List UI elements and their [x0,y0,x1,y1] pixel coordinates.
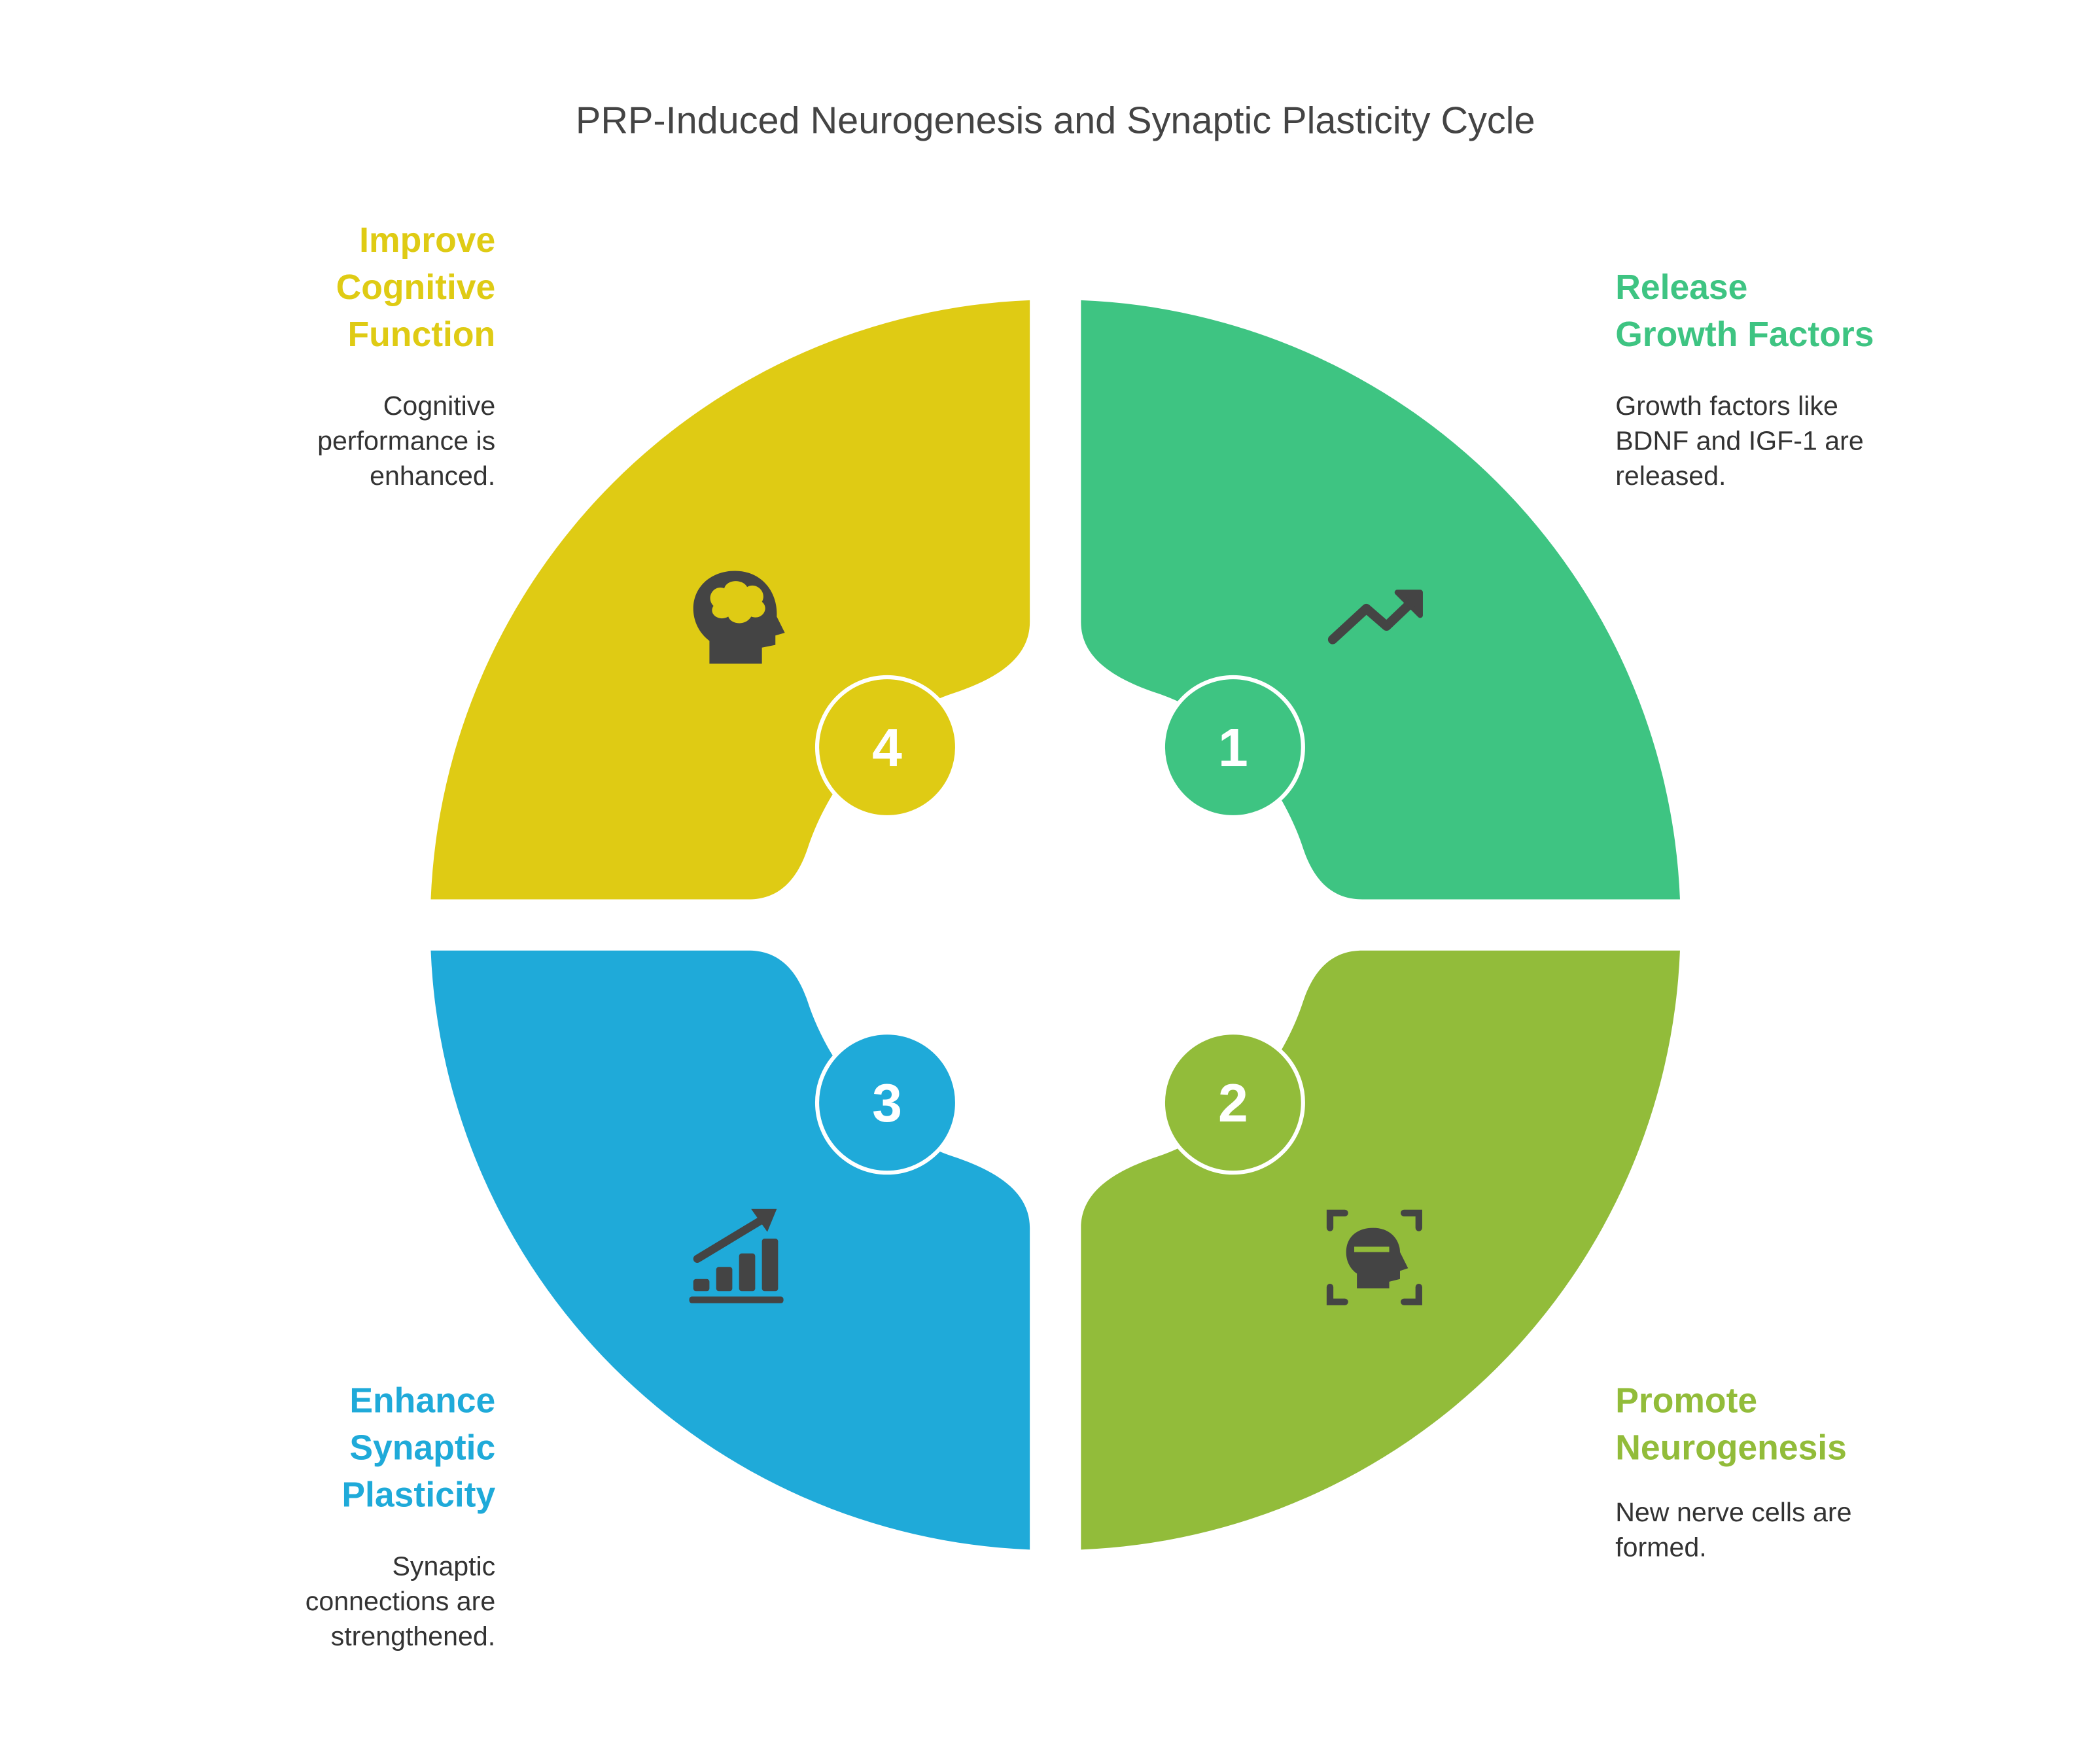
segment-3 [430,950,1030,1550]
step-number: 1 [1218,718,1248,778]
step-description: Synaptic [392,1551,495,1581]
step-heading: Growth Factors [1615,315,1874,354]
step-heading: Synaptic [349,1428,495,1467]
step-description: strengthened. [331,1621,496,1651]
step-description: Cognitive [383,391,496,421]
step-heading: Promote [1615,1381,1757,1420]
step-description: enhanced. [370,461,495,491]
head-scan-icon [1326,1209,1422,1305]
step-heading: Release [1615,268,1747,307]
step-1-label: Release Growth Factors Growth factors li… [1615,268,1874,491]
step-3-label: Enhance Synaptic Plasticity Synaptic con… [306,1381,496,1651]
trending-up-icon [1327,590,1423,644]
step-badge-1: 1 [1161,675,1305,820]
step-number: 3 [872,1073,902,1133]
step-description: released. [1615,461,1726,491]
step-heading: Cognitive [336,268,496,307]
step-heading: Enhance [349,1381,495,1420]
step-badge-2: 2 [1161,1031,1305,1175]
step-description: Growth factors like [1615,391,1838,421]
step-description: New nerve cells are [1615,1497,1851,1527]
step-number: 4 [872,718,902,778]
step-description: connections are [306,1586,495,1616]
step-heading: Plasticity [341,1476,495,1515]
step-description: performance is [317,425,495,455]
segment-1 [1081,300,1680,900]
step-badge-4: 4 [814,675,960,820]
step-heading: Improve [359,221,495,260]
step-badge-3: 3 [814,1031,960,1175]
step-2-label: Promote Neurogenesis New nerve cells are… [1615,1381,1851,1562]
step-description: BDNF and IGF-1 are [1615,425,1864,455]
step-heading: Function [347,315,495,354]
brain-head-icon [693,571,785,664]
diagram-title: PRP-Induced Neurogenesis and Synaptic Pl… [576,100,1535,142]
step-number: 2 [1218,1073,1248,1133]
step-4-label: Improve Cognitive Function Cognitive per… [317,221,495,491]
step-description: formed. [1615,1532,1706,1562]
growth-chart-icon [689,1209,784,1303]
step-heading: Neurogenesis [1615,1428,1847,1467]
